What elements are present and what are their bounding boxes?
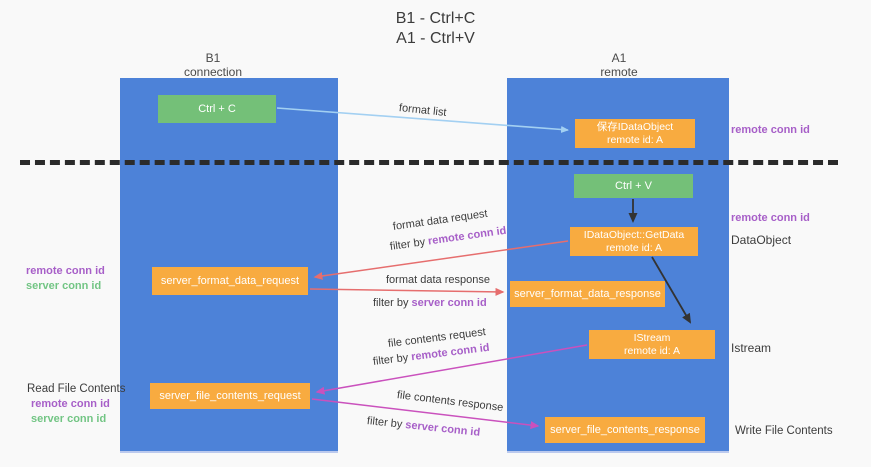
istream-label: Istream — [731, 341, 772, 355]
lane-b1-subtitle: connection — [183, 65, 243, 79]
node-server-file-contents-request: server_file_contents_request — [150, 383, 310, 409]
remote-conn-id-text: remote conn id — [427, 224, 508, 248]
filter-prefix: filter by — [389, 235, 429, 253]
node-save-idataobject: 保存IDataObject remote id: A — [575, 119, 695, 148]
node-ctrl-v: Ctrl + V — [574, 174, 693, 198]
node-server-format-data-request-label: server_format_data_request — [160, 274, 300, 287]
right-remote-conn-id-mid: remote conn id — [731, 212, 810, 224]
title-line-1: B1 - Ctrl+C — [395, 10, 476, 27]
lane-b1-title: B1 — [205, 51, 221, 65]
node-idataobject-getdata-line1: IDataObject::GetData — [583, 228, 685, 241]
lane-header-a1: A1 remote — [549, 51, 689, 79]
filter-prefix: filter by — [372, 351, 412, 368]
read-file-contents-label: Read File Contents — [27, 383, 126, 395]
edge-label-format-data-response: format data response — [386, 274, 490, 286]
write-file-contents-label: Write File Contents — [735, 425, 833, 437]
node-server-format-data-response-label: server_format_data_response — [514, 287, 661, 300]
node-server-format-data-response: server_format_data_response — [510, 281, 665, 307]
lane-a1-subtitle: remote — [600, 65, 638, 79]
dashed-divider — [20, 160, 838, 165]
node-idataobject-getdata: IDataObject::GetData remote id: A — [570, 227, 698, 256]
lane-header-b1: B1 connection — [143, 51, 283, 79]
left-remote-conn-id: remote conn id — [26, 265, 105, 277]
edge-label-format-list: format list — [398, 102, 448, 119]
node-save-idataobject-line1: 保存IDataObject — [596, 120, 674, 133]
node-ctrl-c-label: Ctrl + C — [198, 102, 236, 115]
server-conn-id-text: server conn id — [404, 419, 481, 439]
right-remote-conn-id-top: remote conn id — [731, 124, 810, 136]
node-istream: IStream remote id: A — [589, 330, 715, 359]
lane-a1-title: A1 — [611, 51, 627, 65]
node-server-file-contents-response: server_file_contents_response — [545, 417, 705, 443]
left-bottom-server-conn-id: server conn id — [31, 413, 107, 425]
arrow-format-data-response — [309, 287, 505, 296]
node-save-idataobject-line2: remote id: A — [606, 133, 664, 146]
left-mid-conn-ids: remote conn id server conn id — [26, 264, 105, 294]
node-server-format-data-request: server_format_data_request — [152, 267, 308, 295]
filter-prefix: filter by — [366, 415, 406, 431]
node-istream-line1: IStream — [633, 331, 671, 344]
node-idataobject-getdata-line2: remote id: A — [605, 241, 663, 254]
left-bottom-conn-ids: remote conn id server conn id — [31, 397, 110, 427]
node-istream-line2: remote id: A — [623, 344, 681, 357]
node-ctrl-v-label: Ctrl + V — [615, 179, 652, 192]
dataobject-label: DataObject — [731, 233, 792, 247]
edge-label-filter-server-1: filter by server conn id — [373, 297, 487, 309]
diagram-title: B1 - Ctrl+C A1 - Ctrl+V — [0, 9, 871, 49]
node-server-file-contents-response-label: server_file_contents_response — [550, 423, 700, 436]
filter-prefix: filter by — [373, 297, 412, 309]
server-conn-id-text: server conn id — [411, 297, 487, 309]
left-server-conn-id: server conn id — [26, 280, 102, 292]
left-bottom-remote-conn-id: remote conn id — [31, 398, 110, 410]
edge-label-filter-server-2: filter by server conn id — [366, 415, 480, 439]
title-line-2: A1 - Ctrl+V — [396, 30, 475, 47]
edge-label-file-contents-response: file contents response — [396, 389, 504, 414]
node-ctrl-c: Ctrl + C — [158, 95, 276, 123]
node-server-file-contents-request-label: server_file_contents_request — [159, 389, 301, 402]
